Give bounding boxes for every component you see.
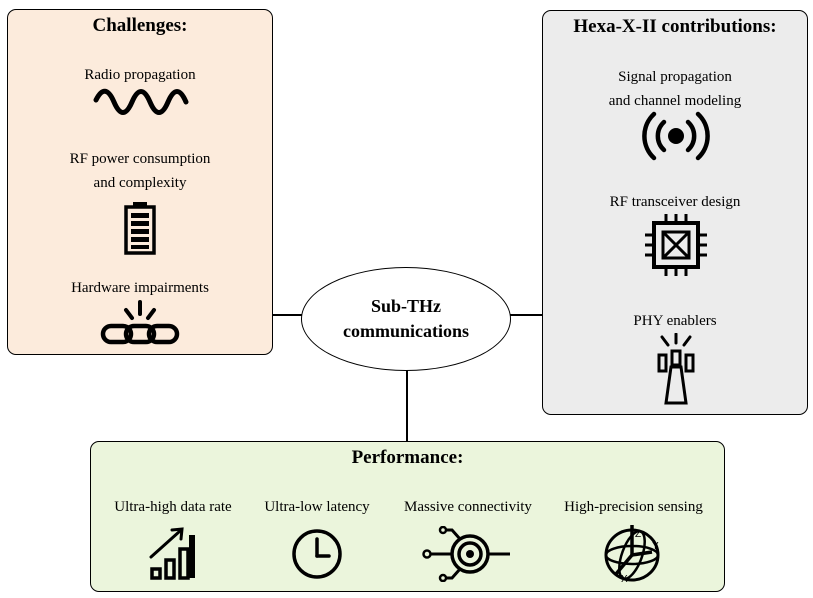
svg-text:Z: Z [635, 529, 641, 540]
challenge-label-rf-power-line2: and complexity [93, 175, 187, 191]
svg-text:X: X [621, 574, 628, 584]
challenges-panel: Challenges: Radio propagation RF power c… [7, 9, 273, 355]
wave-icon [93, 88, 189, 115]
contributions-title: Hexa-X-II contributions: [573, 16, 777, 37]
connector-bottom [406, 370, 408, 442]
contribution-label-rf-transceiver: RF transceiver design [609, 194, 741, 210]
performance-panel: Performance: Ultra-high data rate Ultra-… [90, 441, 725, 592]
performance-label-connectivity: Massive connectivity [404, 499, 532, 515]
radio-signal-icon [642, 111, 710, 161]
performance-label-sensing: High-precision sensing [564, 499, 703, 515]
chip-icon [645, 214, 707, 276]
connector-left [273, 314, 302, 316]
bar-growth-icon [149, 527, 195, 580]
challenges-title: Challenges: [92, 15, 188, 36]
broken-chain-icon [100, 300, 180, 345]
contribution-label-signal-line2: and channel modeling [608, 93, 742, 109]
performance-label-latency: Ultra-low latency [264, 499, 370, 515]
svg-text:Y: Y [652, 541, 659, 552]
target-network-icon [422, 526, 510, 582]
clock-icon [292, 529, 342, 579]
challenge-label-radio-propagation: Radio propagation [84, 67, 196, 83]
antenna-tower-icon [657, 333, 695, 405]
3d-axes-sphere-icon: Z Y X [604, 525, 660, 584]
challenge-label-hardware-impairments: Hardware impairments [71, 280, 209, 296]
contribution-label-signal-line1: Signal propagation [618, 69, 732, 85]
center-label-line2: communications [343, 321, 469, 341]
connector-right [510, 314, 543, 316]
contribution-label-phy-enablers: PHY enablers [633, 313, 717, 329]
center-label-line1: Sub-THz [370, 296, 442, 316]
challenge-label-rf-power-line1: RF power consumption [69, 151, 211, 167]
center-node-sub-thz: Sub-THz communications [301, 267, 511, 371]
battery-icon [124, 202, 156, 255]
performance-label-data-rate: Ultra-high data rate [114, 499, 232, 515]
contributions-panel: Hexa-X-II contributions: Signal propagat… [542, 10, 808, 415]
performance-title: Performance: [351, 447, 464, 468]
